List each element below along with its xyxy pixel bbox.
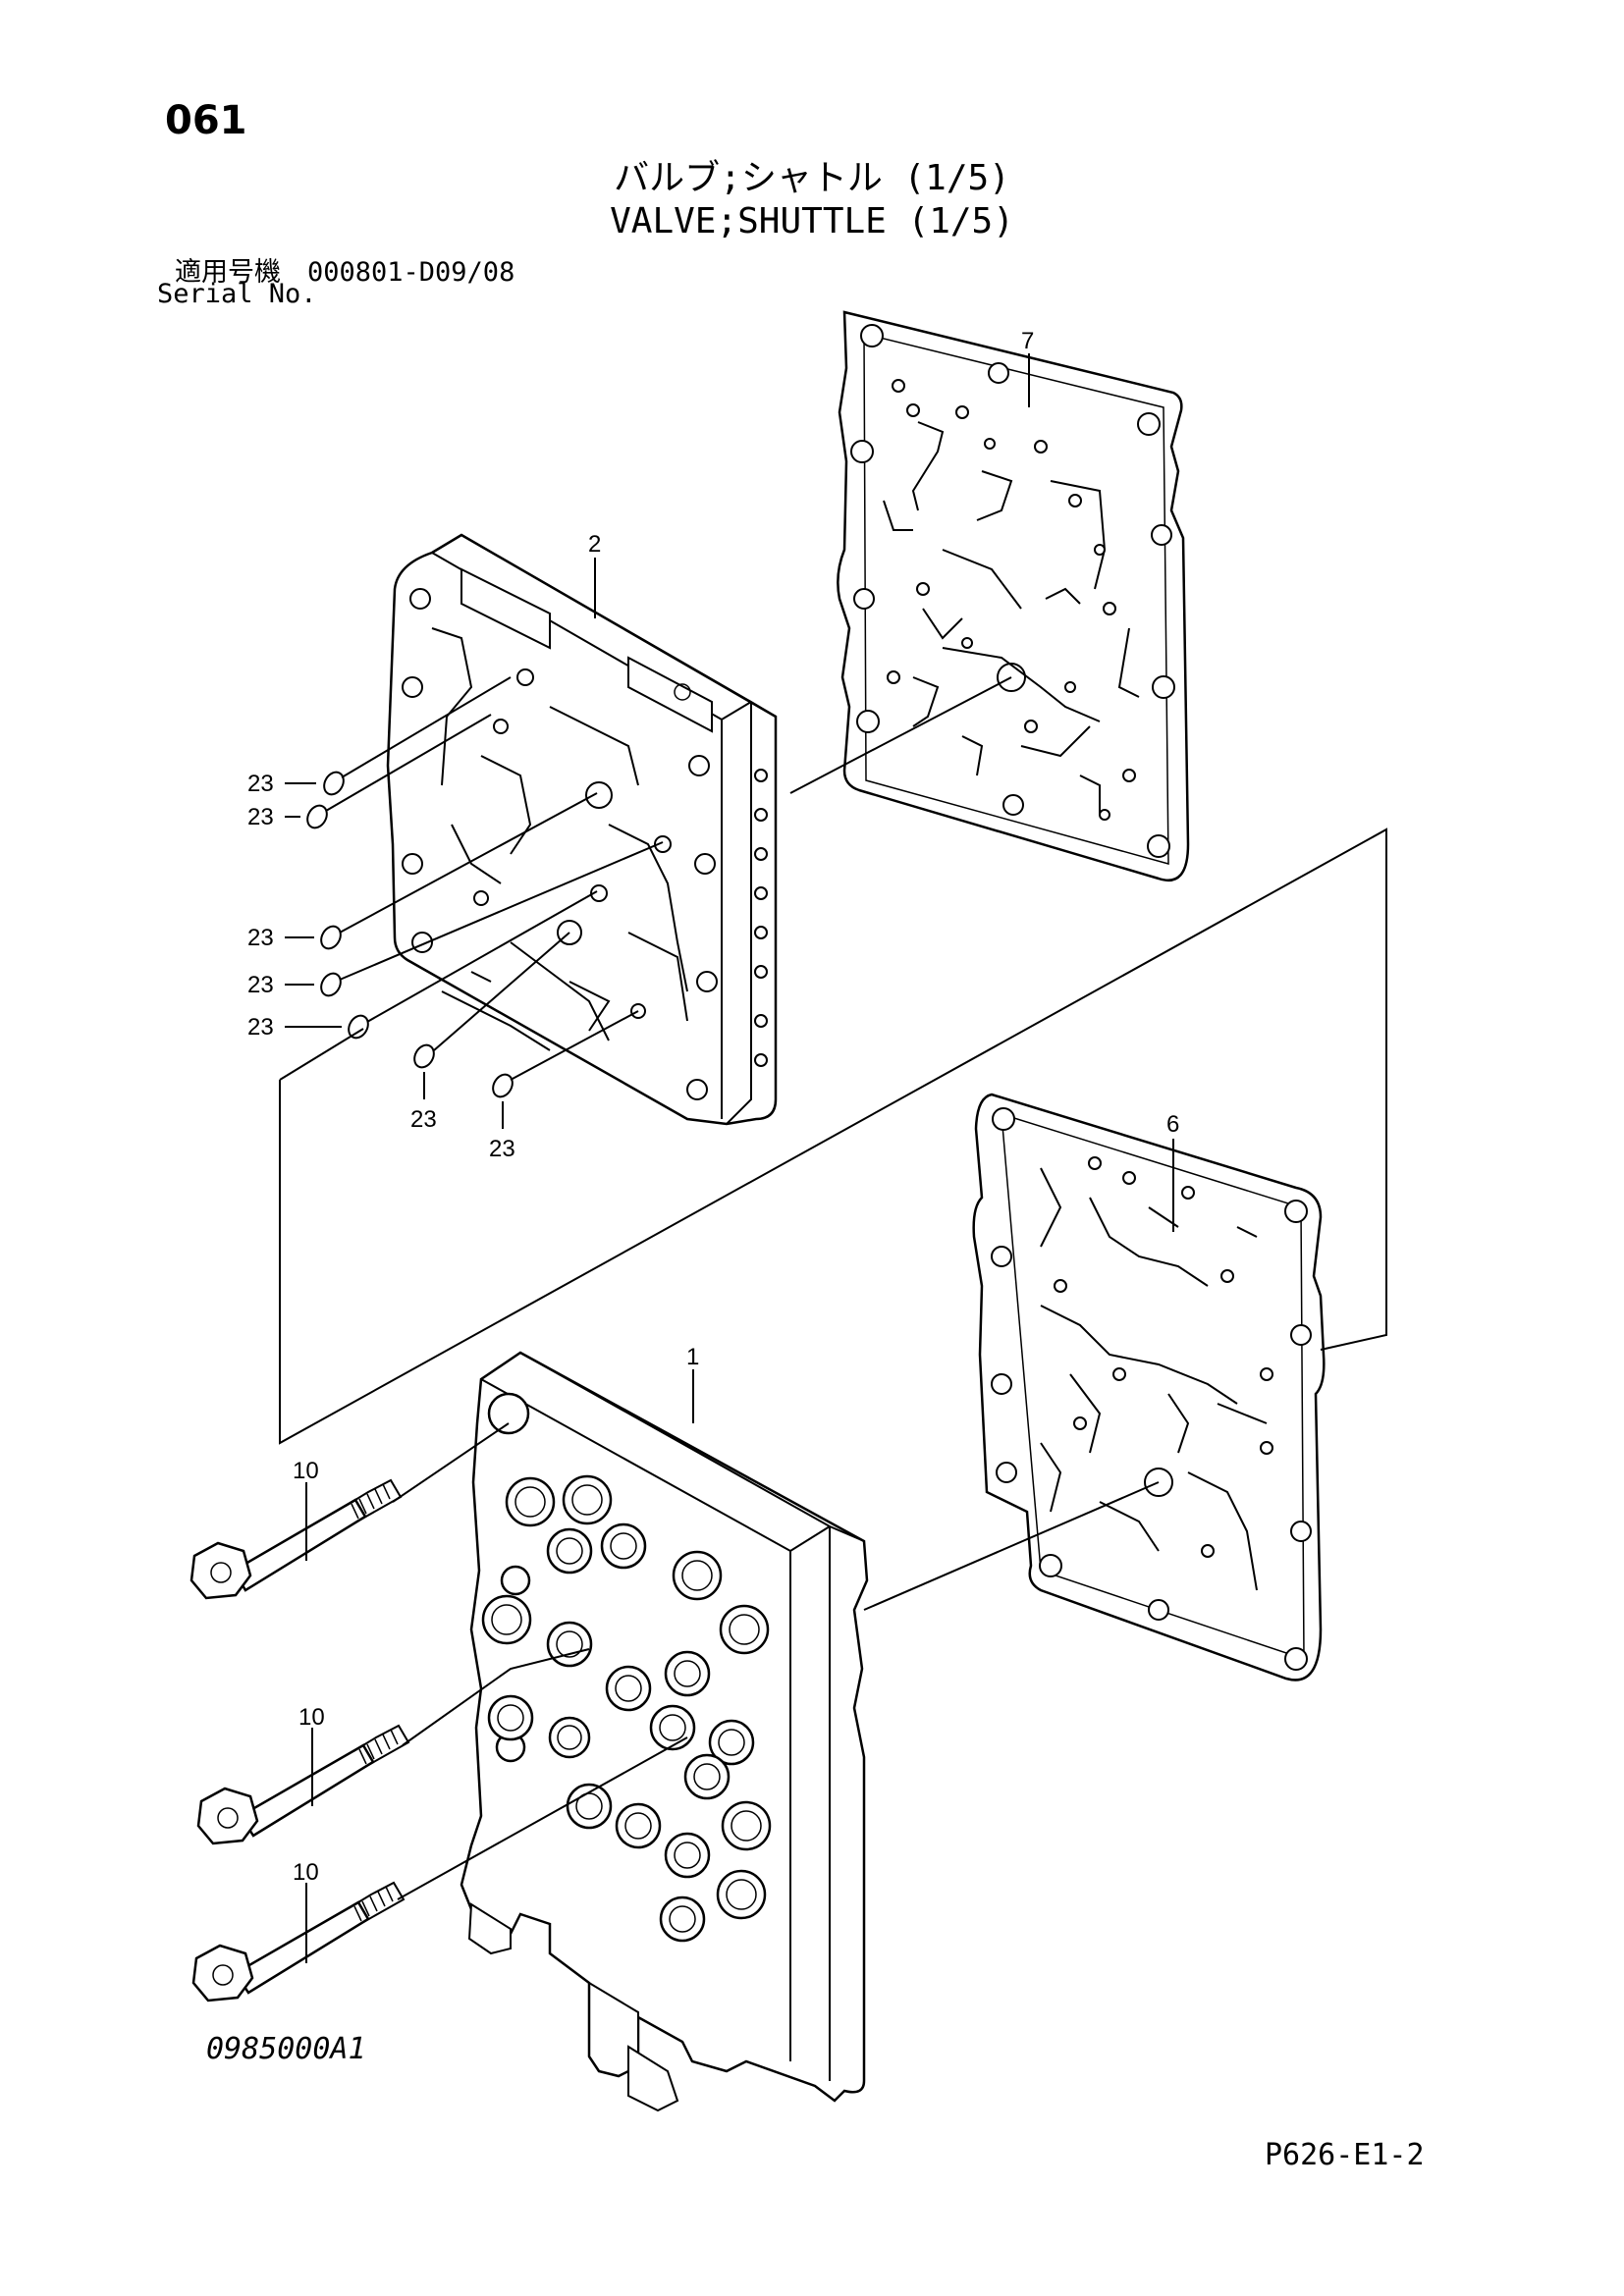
bolt-lower[interactable]: [191, 1881, 406, 2002]
callout-23-e: 23: [247, 1014, 274, 1041]
callout-labels: 7 2 6 1 10 10 10 23 23 23 23 23 23 23: [247, 328, 1179, 1886]
callout-23-a: 23: [247, 771, 274, 797]
title-english: VALVE;SHUTTLE (1/5): [610, 201, 1014, 241]
callout-2: 2: [588, 531, 601, 558]
callout-23-g: 23: [489, 1136, 515, 1162]
bolt-upper[interactable]: [189, 1478, 403, 1600]
alignment-lines: [279, 676, 1387, 1900]
part-2-valve-body[interactable]: [386, 533, 778, 1126]
ring-23-a[interactable]: [320, 769, 348, 798]
page-code: P626-E1-2: [1265, 2138, 1425, 2172]
ring-23-b[interactable]: [303, 802, 331, 831]
callout-6: 6: [1166, 1111, 1179, 1138]
callout-10-lower: 10: [293, 1859, 319, 1886]
page-number: 061: [165, 98, 247, 143]
callout-leaders: [305, 353, 1174, 1963]
ring-23-c[interactable]: [317, 923, 345, 952]
callout-7: 7: [1021, 328, 1034, 354]
ring-23-f[interactable]: [410, 1041, 438, 1071]
callout-10-upper: 10: [293, 1458, 319, 1484]
callout-1: 1: [686, 1344, 699, 1370]
callout-23-c: 23: [247, 925, 274, 951]
callout-23-b: 23: [247, 804, 274, 830]
title-japanese: バルブ;シャトル (1/5): [614, 158, 1010, 198]
part-7-gasket-plate[interactable]: [837, 310, 1190, 881]
part-1-valve-block[interactable]: [460, 1351, 869, 2112]
serial-label-english: Serial No.: [157, 279, 317, 309]
bolt-middle[interactable]: [196, 1724, 410, 1845]
callout-10-middle: 10: [298, 1704, 325, 1731]
ring-23-g[interactable]: [489, 1071, 516, 1100]
serial-label-japanese: 適用号機 000801-D09/08: [175, 257, 515, 288]
callout-23-d: 23: [247, 972, 274, 998]
ring-23-d[interactable]: [317, 970, 345, 999]
shuttle-ring-group[interactable]: [303, 769, 516, 1100]
callout-23-f: 23: [410, 1106, 437, 1133]
ring-23-e[interactable]: [345, 1012, 372, 1041]
part-6-gasket-plate[interactable]: [972, 1093, 1326, 1682]
drawing-code: 0985000A1: [206, 2032, 366, 2066]
